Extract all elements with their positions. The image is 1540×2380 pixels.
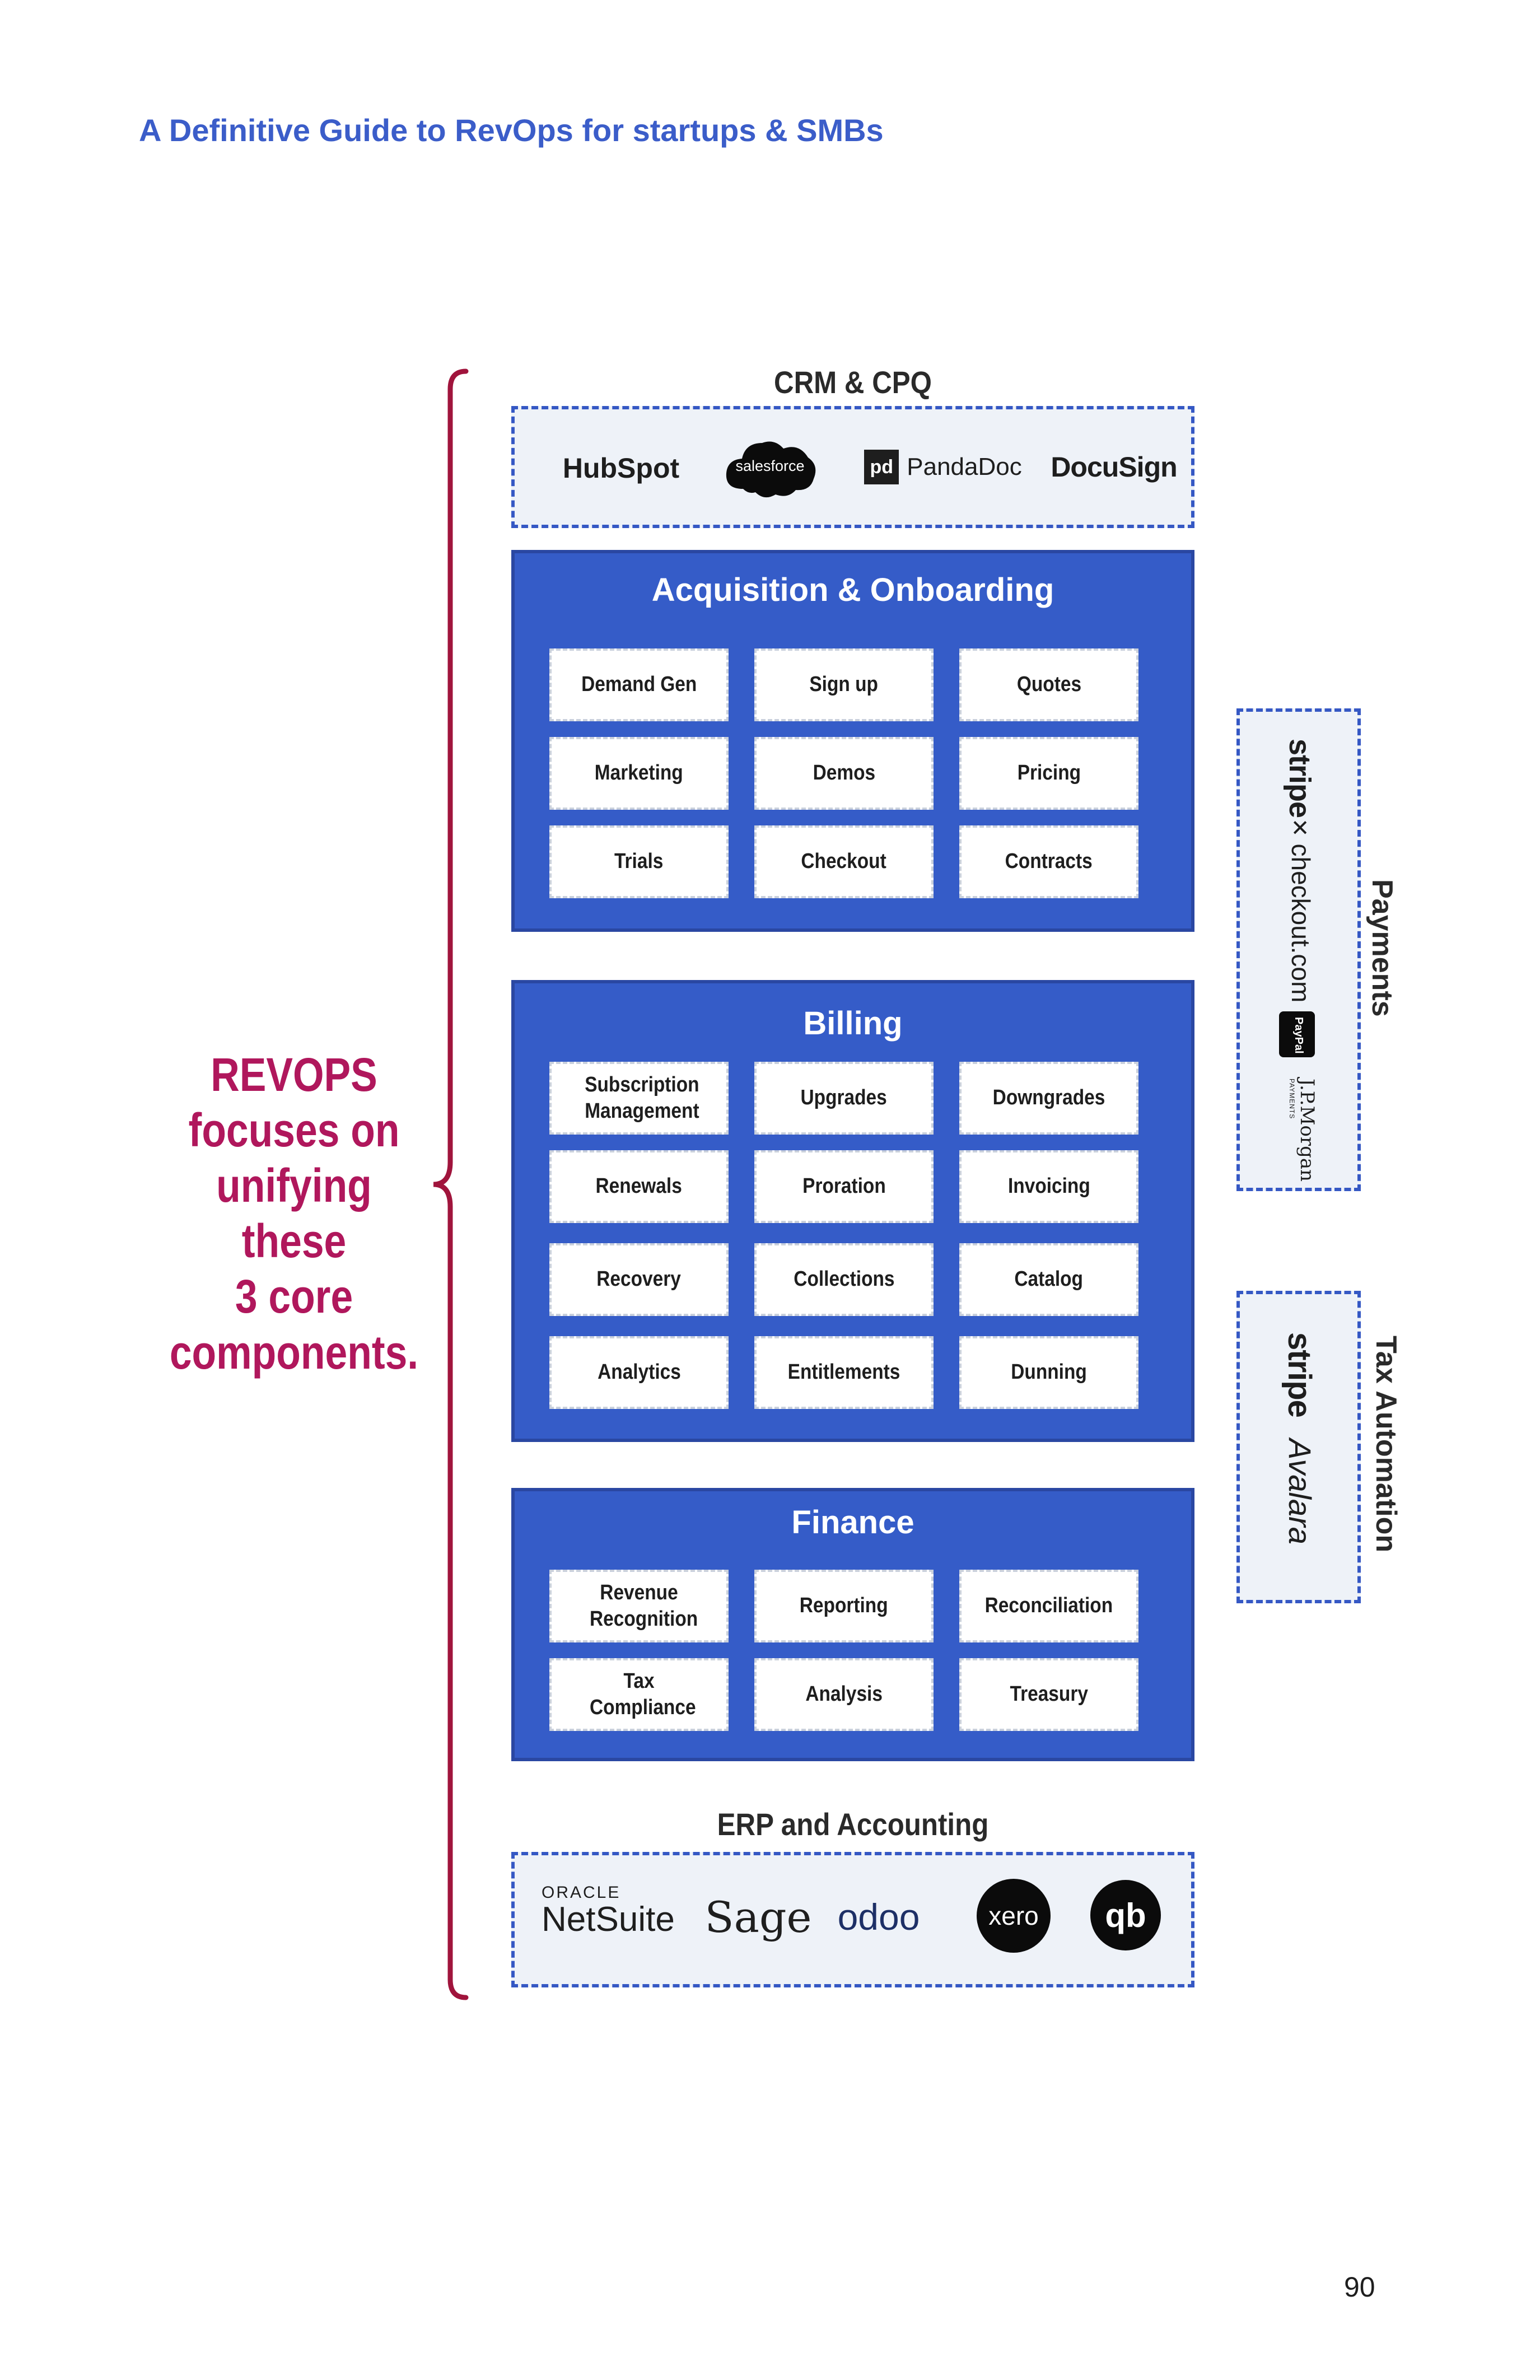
- card-contracts: Contracts: [959, 825, 1138, 898]
- card-quotes: Quotes: [959, 648, 1138, 721]
- crm-section-title: CRM & CPQ: [773, 365, 932, 400]
- sage-logo-text: Sage: [704, 1892, 812, 1942]
- card-trials: Trials: [549, 825, 729, 898]
- erp-logo-box: ORACLE NetSuite Sage odoo xero qb: [511, 1852, 1194, 1987]
- card-subscription-management: Subscription Management: [549, 1062, 729, 1135]
- tax-automation-label: Tax Automation: [1370, 1336, 1402, 1553]
- paypal-logo-text: PayPal: [1292, 1017, 1305, 1054]
- card-catalog: Catalog: [959, 1243, 1138, 1316]
- pandadoc-logo-text: PandaDoc: [907, 453, 1022, 480]
- checkout-icon: ✕: [1287, 818, 1312, 837]
- finance-panel: Finance Revenue Recognition Reporting Re…: [511, 1488, 1194, 1761]
- jpmorgan-logo: J.P.Morgan PAYMENTS: [1288, 1079, 1318, 1182]
- docusign-logo-text: DocuSign: [1051, 451, 1177, 483]
- card-demos: Demos: [754, 737, 934, 810]
- acquisition-panel: Acquisition & Onboarding Demand Gen Sign…: [511, 550, 1194, 932]
- quickbooks-logo: qb: [1090, 1880, 1161, 1950]
- oracle-text: ORACLE: [542, 1883, 621, 1902]
- erp-section-title: ERP and Accounting: [717, 1807, 989, 1842]
- card-treasury: Treasury: [959, 1658, 1138, 1731]
- revops-line: components.: [169, 1326, 419, 1379]
- acquisition-title: Acquisition & Onboarding: [651, 572, 1054, 608]
- card-reporting: Reporting: [754, 1570, 934, 1642]
- hubspot-logo-text: HubSpot: [562, 452, 680, 484]
- curly-bracket: [433, 368, 469, 2000]
- card-dunning: Dunning: [959, 1336, 1138, 1409]
- salesforce-logo-text: salesforce: [735, 458, 805, 474]
- xero-logo: xero: [977, 1879, 1051, 1953]
- avalara-logo-text: Avalara: [1282, 1439, 1318, 1544]
- revops-line: REVOPS: [211, 1048, 377, 1101]
- odoo-logo: odoo: [828, 1889, 929, 1945]
- pandadoc-icon: pd: [864, 450, 899, 484]
- tax-logo-box: stripe Avalara: [1236, 1291, 1361, 1603]
- billing-panel: Billing Subscription Management Upgrades…: [511, 980, 1194, 1442]
- card-renewals: Renewals: [549, 1150, 729, 1223]
- jpmorgan-logo-text: J.P.Morgan: [1296, 1079, 1318, 1182]
- stripe-logo: stripe: [1282, 739, 1317, 818]
- oracle-netsuite-logo: ORACLE NetSuite: [542, 1883, 687, 1956]
- revops-line: unifying these: [216, 1159, 372, 1268]
- card-checkout: Checkout: [754, 825, 934, 898]
- docusign-logo: DocuSign: [1047, 442, 1181, 492]
- card-invoicing: Invoicing: [959, 1150, 1138, 1223]
- netsuite-text: NetSuite: [542, 1900, 675, 1939]
- paypal-logo: PayPal: [1279, 1011, 1315, 1057]
- hubspot-logo: HubSpot: [554, 443, 688, 493]
- card-analytics: Analytics: [549, 1336, 729, 1409]
- quickbooks-logo-text: qb: [1105, 1896, 1146, 1934]
- odoo-logo-text: odoo: [837, 1896, 920, 1938]
- checkout-logo: ✕ checkout.com: [1286, 818, 1316, 1002]
- card-marketing: Marketing: [549, 737, 729, 810]
- card-downgrades: Downgrades: [959, 1062, 1138, 1135]
- avalara-logo: Avalara: [1282, 1439, 1318, 1544]
- card-proration: Proration: [754, 1150, 934, 1223]
- revops-line: focuses on: [188, 1104, 400, 1157]
- stripe-tax-logo: stripe: [1281, 1332, 1318, 1417]
- revops-statement: REVOPS focuses on unifying these 3 core …: [146, 1047, 442, 1380]
- card-analysis: Analysis: [754, 1658, 934, 1731]
- finance-title: Finance: [791, 1504, 914, 1541]
- page-header-title: A Definitive Guide to RevOps for startup…: [139, 113, 884, 148]
- stripe-logo-text: stripe: [1283, 739, 1317, 818]
- card-revenue-recognition: Revenue Recognition: [549, 1570, 729, 1642]
- page-number: 90: [1344, 2271, 1375, 2303]
- checkout-logo-text: checkout.com: [1286, 843, 1315, 1003]
- sage-logo: Sage: [704, 1886, 812, 1948]
- jpmorgan-payments-text: PAYMENTS: [1288, 1079, 1296, 1119]
- card-collections: Collections: [754, 1243, 934, 1316]
- card-recovery: Recovery: [549, 1243, 729, 1316]
- xero-logo-text: xero: [988, 1901, 1039, 1930]
- card-demand-gen: Demand Gen: [549, 648, 729, 721]
- billing-title: Billing: [803, 1005, 903, 1042]
- card-entitlements: Entitlements: [754, 1336, 934, 1409]
- stripe-tax-logo-text: stripe: [1281, 1332, 1318, 1417]
- payments-logo-box: stripe ✕ checkout.com PayPal J.P.Morgan P…: [1236, 708, 1361, 1191]
- card-sign-up: Sign up: [754, 648, 934, 721]
- pandadoc-logo: pd PandaDoc: [851, 442, 1035, 492]
- crm-logo-box: HubSpot salesforce pd PandaDoc DocuSign: [511, 406, 1194, 528]
- salesforce-logo: salesforce: [721, 433, 819, 500]
- card-pricing: Pricing: [959, 737, 1138, 810]
- salesforce-cloud-icon: [726, 441, 816, 498]
- card-tax-compliance: Tax Compliance: [549, 1658, 729, 1731]
- card-upgrades: Upgrades: [754, 1062, 934, 1135]
- card-reconciliation: Reconciliation: [959, 1570, 1138, 1642]
- revops-line: 3 core: [235, 1270, 353, 1323]
- payments-label: Payments: [1366, 879, 1398, 1017]
